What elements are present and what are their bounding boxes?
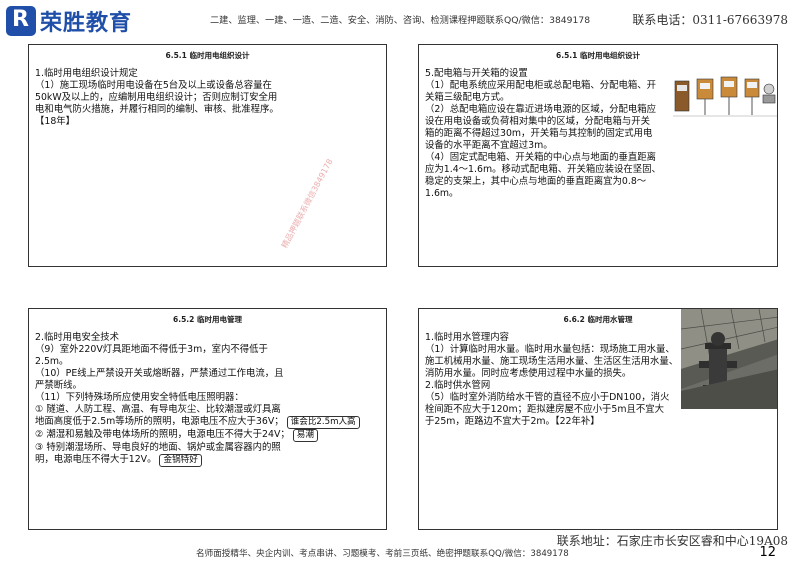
slide-line: （1）施工现场临时用电设备在5台及以上或设备总容量在 [35,80,272,91]
slide-line: 设在用电设备或负荷相对集中的区域，分配电箱与开关 [425,116,651,127]
slide-panel-4: 6.6.2 临时用水管理 1.临时用水管理内容 （1）计算临时用水量。临时用水量… [418,308,778,530]
slide-line: 设备的水平距离不宜超过3m。 [425,140,553,151]
slide-line: 1.临时用电组织设计规定 [35,68,138,79]
mnemonic-tag: 谁会比2.5m人高 [286,416,360,429]
distribution-boxes-illustration [673,76,777,117]
mnemonic-tag: 易潮 [292,429,318,442]
brand-name: 荣胜教育 [40,11,133,36]
slide-title: 6.5.1 临时用电组织设计 [165,51,250,60]
slide-line: （2）总配电箱应设在靠近进场电源的区域，分配电箱应 [425,104,656,115]
slide-body: 1.临时用水管理内容 （1）计算临时用水量。临时用水量包括：现场施工用水量、 施… [425,332,687,428]
slide-line: 1.临时用水管理内容 [425,332,509,343]
slide-line: （10）PE线上严禁设开关或熔断器，严禁通过工作电流，且 [35,368,284,379]
slide-line: 明，电源电压不得大于12V。金锅特好 [35,454,385,467]
slide-line: 地面高度低于2.5m等场所的照明，电源电压不应大于36V；谁会比2.5m人高 [35,416,385,429]
slide-line: 箱的距离不得超过30m，开关箱与其控制的固定式用电 [425,128,653,139]
slide-line: （1）计算临时用水量。临时用水量包括：现场施工用水量、 [425,344,675,355]
slide-line: 5.配电箱与开关箱的设置 [425,68,528,79]
slide-line: 严禁断线。 [35,380,82,391]
slide-line: （4）固定式配电箱、开关箱的中心点与地面的垂直距离 [425,152,656,163]
fire-hydrant-photo [681,309,777,409]
slide-panel-1: 6.5.1 临时用电组织设计 1.临时用电组织设计规定 （1）施工现场临时用电设… [28,44,387,267]
slide-line: ③ 特别潮湿场所、导电良好的地面、锅炉或金属容器内的照 [35,442,281,453]
slide-line: 2.临时供水管网 [425,380,491,391]
slide-line: （9）室外220V灯具距地面不得低于3m，室内不得低于 [35,344,268,355]
footer-address: 联系地址：石家庄市长安区睿和中心19A08 [556,534,788,548]
slide-line: 2.临时用电安全技术 [35,332,119,343]
slide-line: 1.6m。 [425,188,459,199]
slide-line: ① 隧道、人防工程、高温、有导电灰尘、比较潮湿或灯具离 [35,404,281,415]
slide-title: 6.5.2 临时用电管理 [173,315,242,324]
slide-line: 电和电气防火措施，并履行相同的编制、审核、批准程序。 [35,104,279,115]
slide-body: 2.临时用电安全技术 （9）室外220V灯具距地面不得低于3m，室内不得低于 2… [35,332,385,467]
slide-panel-2: 6.5.1 临时用电组织设计 5.配电箱与开关箱的设置 （1）配电系统应采用配电… [418,44,778,267]
slide-line: 于25m，距路边不宜大于2m。【22年补】 [425,416,600,427]
slide-line: （1）配电系统应采用配电柜或总配电箱、分配电箱、开 [425,80,656,91]
watermark-text: 精品押题联系微信3849178 [279,157,335,250]
slide-line: （5）临时室外消防给水干管的直径不应小于DN100，消火 [425,392,670,403]
slide-body: 1.临时用电组织设计规定 （1）施工现场临时用电设备在5台及以上或设备总容量在 … [35,68,375,128]
mnemonic-tag: 金锅特好 [159,454,202,467]
slide-line: （11）下列特殊场所应使用安全特低电压照明器： [35,392,244,403]
header-phone: 联系电话：0311-67663978 [632,13,788,27]
header-course-banner: 二建、监理、一建、一造、二造、安全、消防、咨询、检测课程押题联系QQ/微信：38… [210,15,591,26]
slide-title: 6.5.1 临时用电组织设计 [556,51,640,60]
slide-line: 栓间距不应大于120m；距拟建房屋不应小于5m且不宜大 [425,404,665,415]
slide-body: 5.配电箱与开关箱的设置 （1）配电系统应采用配电柜或总配电箱、分配电箱、开 关… [425,68,681,200]
slide-line: 应为1.4～1.6m。移动式配电箱、开关箱应装设在坚固、 [425,164,661,175]
slide-panel-3: 6.5.2 临时用电管理 2.临时用电安全技术 （9）室外220V灯具距地面不得… [28,308,387,530]
slide-title: 6.6.2 临时用水管理 [563,315,633,324]
slide-line: 消防用水量。同时应考虑使用过程中水量的损失。 [425,368,632,379]
slide-line: 50kW及以上的，应编制用电组织设计；否则应制订安全用 [35,92,278,103]
brand-logo-icon: R [6,6,36,36]
footer-course-banner: 名师面授精华、央企内训、考点串讲、习题模考、考前三页纸、绝密押题联系QQ/微信：… [196,549,569,559]
slide-line: 【18年】 [35,116,76,127]
brand-logo: R 荣胜教育 [6,4,132,38]
slide-line: 稳定的支架上，其中心点与地面的垂直距离宜为0.8～ [425,176,647,187]
page-number: 12 [759,545,776,560]
slide-line: 施工机械用水量、施工现场生活用水量、生活区生活用水量、 [425,356,679,367]
slide-line: ② 潮湿和易触及带电体场所的照明，电源电压不得大于24V；易潮 [35,429,385,442]
slide-line: 2.5m。 [35,356,69,367]
slide-line: 关箱三级配电方式。 [425,92,510,103]
